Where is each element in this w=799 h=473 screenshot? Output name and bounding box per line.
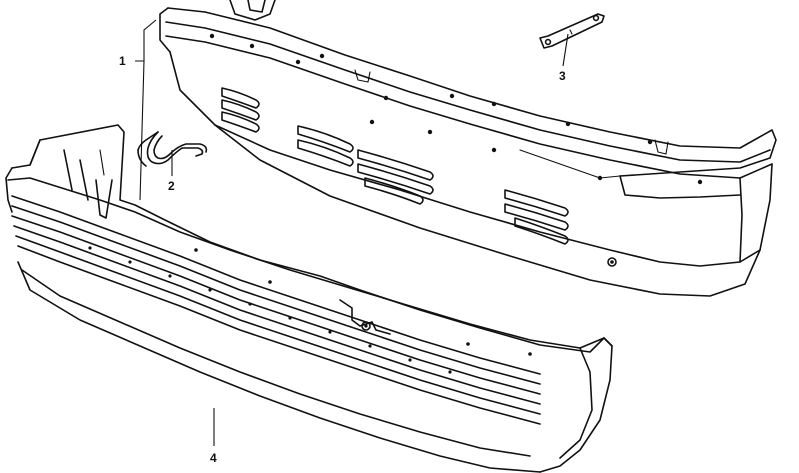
callouts: 1 2 3 4 — [119, 54, 566, 465]
leader-lines — [135, 19, 569, 446]
callout-2: 2 — [168, 179, 175, 193]
callout-1: 1 — [119, 54, 126, 68]
callout-4: 4 — [210, 451, 217, 465]
bumper-cover-part-4 — [5, 124, 613, 473]
bumper-carrier-part-1 — [159, 0, 777, 297]
bracket-part-3 — [539, 13, 605, 49]
callout-3: 3 — [559, 69, 566, 83]
